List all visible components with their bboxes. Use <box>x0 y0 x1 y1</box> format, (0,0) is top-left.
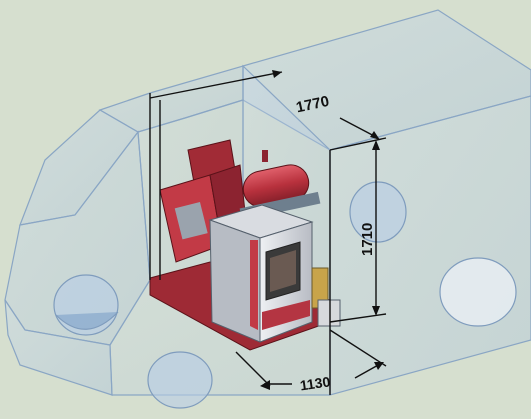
hopper-panel <box>174 202 208 240</box>
dimension-width-label: 1130 <box>299 373 332 393</box>
dimension-arrowheads <box>260 70 384 390</box>
cabinet-grate <box>270 250 296 292</box>
rear-wheel-far <box>349 181 407 243</box>
arrowhead-length-end <box>370 131 380 140</box>
aux-unit-2 <box>317 299 341 327</box>
arrowhead-width-end <box>374 362 384 370</box>
width-line-b <box>354 363 381 379</box>
van-wheels <box>53 181 517 409</box>
cabinet-bottom-trim <box>262 300 310 330</box>
arrowhead-width-start <box>260 380 270 390</box>
front-wheel-near <box>147 351 213 409</box>
rear-wheel-near <box>439 257 517 327</box>
arrowhead-height-top <box>372 140 380 150</box>
arrowhead-height-bottom <box>372 306 380 316</box>
arrowhead-length-start <box>272 70 282 78</box>
dimension-length-label: 1770 <box>295 93 331 117</box>
cabinet-door-red <box>250 240 258 330</box>
machine-assembly <box>149 139 341 351</box>
front-wheel-far-lower <box>55 311 119 330</box>
height-ext-bottom <box>329 313 387 323</box>
dimension-height-label: 1710 <box>359 223 376 256</box>
width-ext-left <box>235 351 271 387</box>
height-ext-top <box>329 137 387 151</box>
width-ext-right <box>329 329 387 367</box>
dimension-lines <box>149 71 387 395</box>
length-line-a <box>149 71 283 99</box>
